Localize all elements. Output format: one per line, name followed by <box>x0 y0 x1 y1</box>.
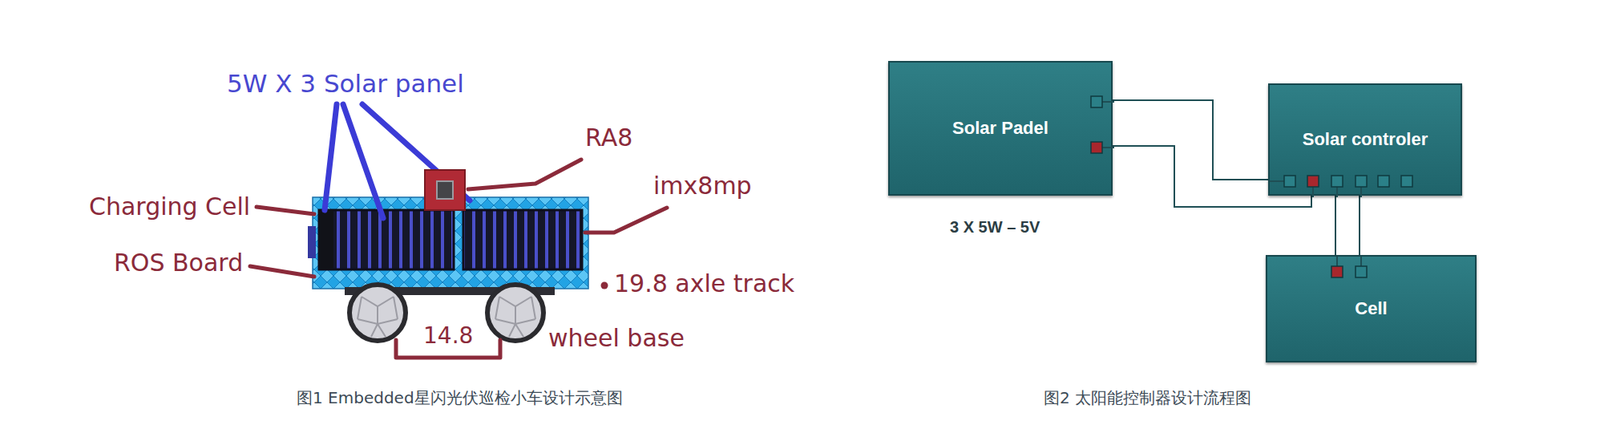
wheel-tyre <box>349 284 406 341</box>
solar-leader-lines <box>324 104 470 219</box>
dimension-value: 14.8 <box>423 322 473 350</box>
chip-symbol <box>436 181 453 199</box>
controller-box: Solar controler <box>1268 83 1463 196</box>
wire-stub <box>1360 256 1362 267</box>
leader-line <box>256 206 315 215</box>
leader-line <box>343 104 384 219</box>
wire-stub <box>1336 256 1338 267</box>
text-group: Solar Padel <box>952 117 1049 139</box>
wire-stub <box>1102 101 1115 103</box>
wheel-tyre <box>487 284 544 341</box>
side-connector <box>307 226 316 259</box>
leader-line <box>250 266 315 277</box>
box-label: Solar Padel <box>952 117 1049 139</box>
callout-label: imx8mp <box>653 171 752 201</box>
text-group: Cell <box>1354 298 1387 320</box>
spec-label: 3 X 5W – 5V <box>949 217 1040 237</box>
callout-label: 5W X 3 Solar panel <box>226 68 465 99</box>
callout-label: RA8 <box>585 123 633 153</box>
solar-panel-box: Solar Padel <box>888 60 1113 196</box>
terminal-port <box>1355 175 1367 187</box>
terminal-port <box>1090 141 1103 154</box>
wheel <box>487 284 544 341</box>
chassis-body <box>312 197 589 289</box>
wire-stub <box>1336 186 1338 198</box>
terminal-port <box>1307 175 1319 187</box>
battery-block <box>319 210 334 270</box>
wire-stub <box>1360 186 1362 198</box>
figure-caption: 图2 太阳能控制器设计流程图 <box>1043 387 1252 408</box>
leader-dot <box>601 282 609 290</box>
wire-stub <box>1269 180 1285 182</box>
text-group: Solar controler <box>1302 129 1428 150</box>
leader-line <box>362 104 470 201</box>
wire-connector <box>1358 195 1361 255</box>
terminal-port <box>1090 96 1103 108</box>
terminal-port <box>1284 175 1296 187</box>
ra8-board <box>424 169 465 211</box>
leader-line <box>468 159 582 190</box>
box-label: Solar controler <box>1302 129 1428 150</box>
box-label: Cell <box>1354 298 1387 320</box>
wire-stub <box>1312 186 1314 198</box>
leader-line <box>324 104 337 211</box>
solar-cell-panel <box>319 210 454 270</box>
wheel-facets <box>357 296 398 337</box>
callout-label: ROS Board <box>113 248 243 278</box>
wire-connector <box>1334 195 1337 255</box>
terminal-port <box>1331 175 1343 187</box>
dimension-label: wheel base <box>548 323 685 353</box>
terminal-port <box>1355 266 1367 278</box>
wheel-facets <box>495 296 536 337</box>
battery-box: Cell <box>1265 254 1477 363</box>
dimension-label: 19.8 axle track <box>614 269 795 299</box>
wire-stub <box>1102 146 1115 149</box>
wire-connector <box>1112 100 1269 180</box>
terminal-port <box>1331 266 1343 278</box>
terminal-port <box>1401 175 1413 187</box>
figure-caption: 图1 Embedded星闪光伏巡检小车设计示意图 <box>296 387 623 408</box>
terminal-port <box>1377 175 1390 187</box>
solar-cell-panel <box>463 210 582 270</box>
wheel <box>349 284 406 341</box>
leader-line <box>585 207 667 233</box>
callout-label: Charging Cell <box>88 192 251 222</box>
